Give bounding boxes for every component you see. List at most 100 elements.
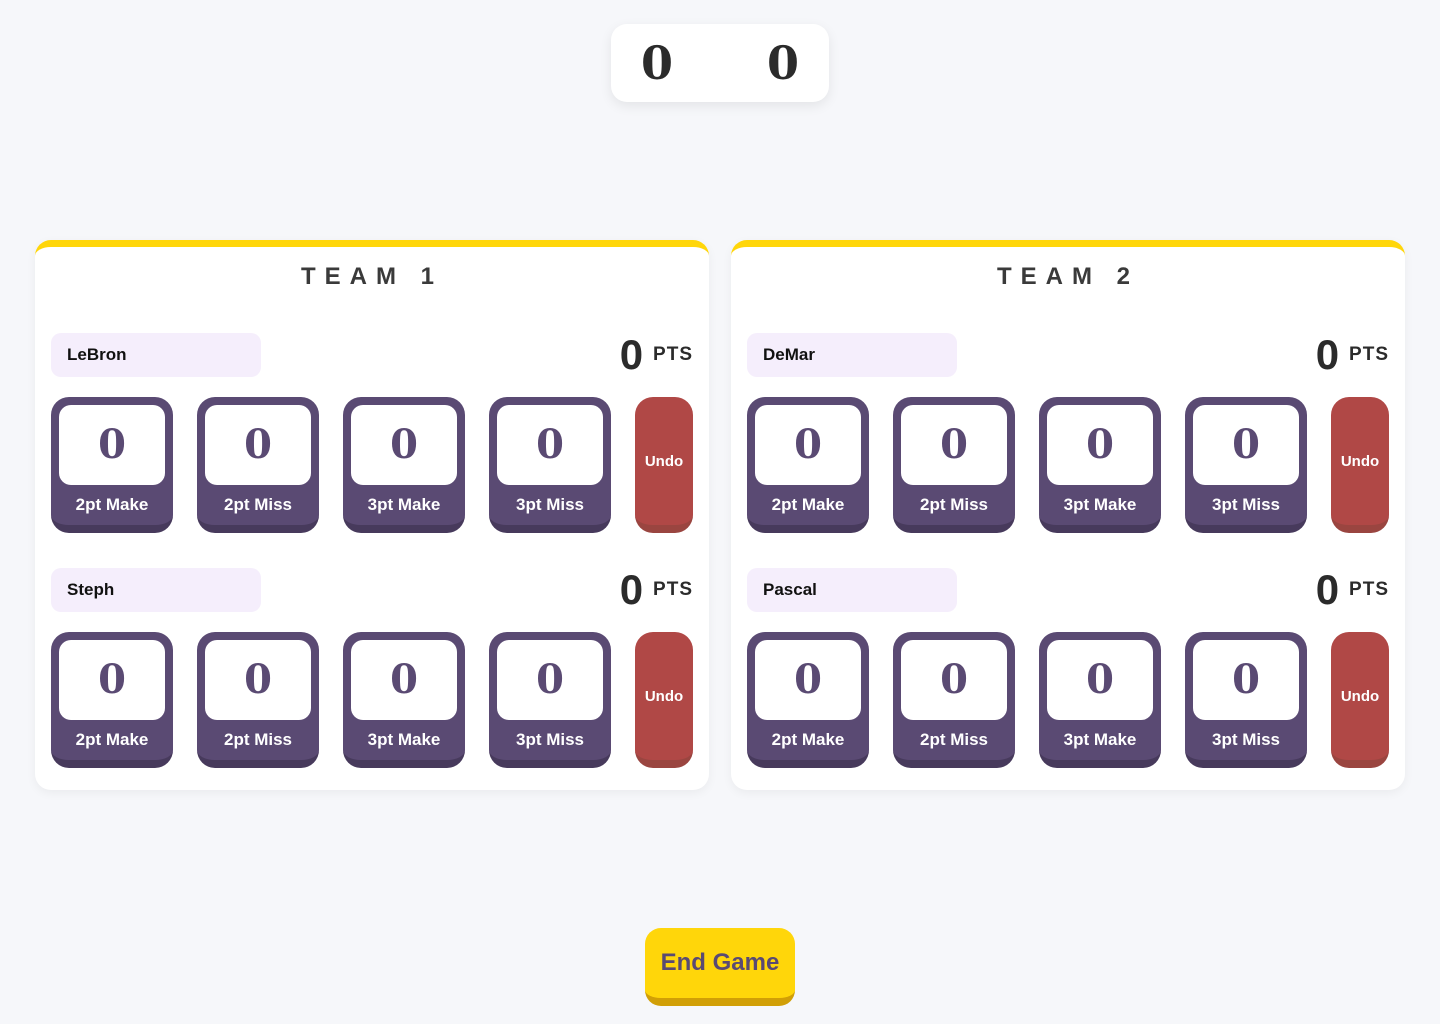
player-points-value: 0 [1315, 331, 1340, 378]
stat-count: 0 [794, 421, 822, 468]
stat-label: 2pt Miss [919, 730, 989, 749]
stat-label: 3pt Make [1063, 730, 1137, 749]
stat-button-2pt-make[interactable]: 0 2pt Make [51, 632, 173, 768]
stat-button-3pt-make[interactable]: 0 3pt Make [343, 397, 465, 533]
player-header: DeMar 0 PTS [747, 333, 1389, 377]
stat-label: 3pt Miss [515, 495, 585, 514]
stat-count: 0 [390, 421, 418, 468]
stat-count: 0 [390, 656, 418, 703]
stat-button-2pt-make[interactable]: 0 2pt Make [51, 397, 173, 533]
player-header: LeBron 0 PTS [51, 333, 693, 377]
player-points-value: 0 [619, 566, 644, 613]
stat-count-box: 0 [755, 405, 861, 485]
stat-count-box: 0 [205, 640, 311, 720]
stat-count: 0 [794, 656, 822, 703]
stat-count: 0 [536, 421, 564, 468]
stat-count-box: 0 [901, 405, 1007, 485]
stat-button-3pt-make[interactable]: 0 3pt Make [343, 632, 465, 768]
player-header: Pascal 0 PTS [747, 568, 1389, 612]
stat-label: 2pt Miss [223, 495, 293, 514]
team-panels: TEAM 1 LeBron 0 PTS 0 2pt Make 0 2pt Mis… [0, 240, 1440, 790]
stat-count-box: 0 [1193, 405, 1299, 485]
stat-label: 2pt Miss [223, 730, 293, 749]
stat-label: 3pt Miss [515, 730, 585, 749]
stat-count-box: 0 [1193, 640, 1299, 720]
team2-total-score: 0 [766, 36, 799, 90]
player-points: 0 PTS [620, 334, 693, 376]
player-points-label: PTS [1349, 344, 1389, 365]
stat-count-box: 0 [351, 640, 457, 720]
player-points: 0 PTS [1316, 569, 1389, 611]
stat-label: 2pt Miss [919, 495, 989, 514]
stat-count-box: 0 [901, 640, 1007, 720]
stat-row: 0 2pt Make 0 2pt Miss 0 3pt Make 0 [51, 632, 693, 768]
stat-label: 2pt Make [771, 730, 845, 749]
stat-button-2pt-miss[interactable]: 0 2pt Miss [893, 397, 1015, 533]
team2-panel: TEAM 2 DeMar 0 PTS 0 2pt Make 0 2pt Miss [731, 240, 1405, 790]
stat-label: 2pt Make [75, 730, 149, 749]
player-header: Steph 0 PTS [51, 568, 693, 612]
end-game-button[interactable]: End Game [645, 928, 795, 1006]
stat-count-box: 0 [497, 405, 603, 485]
player-points: 0 PTS [620, 569, 693, 611]
stat-button-3pt-miss[interactable]: 0 3pt Miss [489, 632, 611, 768]
stat-count-box: 0 [205, 405, 311, 485]
stat-count: 0 [1086, 421, 1114, 468]
stat-count-box: 0 [351, 405, 457, 485]
team2-title: TEAM 2 [996, 263, 1139, 290]
stat-label: 3pt Make [367, 495, 441, 514]
stat-button-2pt-make[interactable]: 0 2pt Make [747, 632, 869, 768]
stat-button-2pt-make[interactable]: 0 2pt Make [747, 397, 869, 533]
stat-label: 3pt Make [367, 730, 441, 749]
player-points-label: PTS [653, 344, 693, 365]
stat-count-box: 0 [755, 640, 861, 720]
stat-count: 0 [940, 421, 968, 468]
stat-label: 2pt Make [771, 495, 845, 514]
stat-row: 0 2pt Make 0 2pt Miss 0 3pt Make 0 [747, 397, 1389, 533]
stat-count: 0 [98, 656, 126, 703]
stat-count: 0 [1086, 656, 1114, 703]
team1-total-score: 0 [641, 36, 674, 90]
stat-count: 0 [98, 421, 126, 468]
player-points-label: PTS [653, 579, 693, 600]
team1-title: TEAM 1 [300, 263, 443, 290]
stat-button-2pt-miss[interactable]: 0 2pt Miss [197, 397, 319, 533]
undo-button[interactable]: Undo [635, 397, 693, 533]
stat-count: 0 [940, 656, 968, 703]
stat-label: 3pt Make [1063, 495, 1137, 514]
stat-row: 0 2pt Make 0 2pt Miss 0 3pt Make 0 [51, 397, 693, 533]
stat-row: 0 2pt Make 0 2pt Miss 0 3pt Make 0 [747, 632, 1389, 768]
stat-count: 0 [1232, 656, 1260, 703]
stat-count: 0 [1232, 421, 1260, 468]
stat-button-2pt-miss[interactable]: 0 2pt Miss [893, 632, 1015, 768]
player-name-pill: LeBron [51, 333, 261, 377]
undo-button[interactable]: Undo [635, 632, 693, 768]
stat-button-3pt-miss[interactable]: 0 3pt Miss [1185, 397, 1307, 533]
stat-count-box: 0 [497, 640, 603, 720]
stat-count-box: 0 [59, 405, 165, 485]
stat-count: 0 [536, 656, 564, 703]
player-name-pill: Steph [51, 568, 261, 612]
player-name-pill: Pascal [747, 568, 957, 612]
scoreboard: 0 0 [611, 24, 829, 102]
undo-button[interactable]: Undo [1331, 632, 1389, 768]
stat-label: 3pt Miss [1211, 730, 1281, 749]
stat-count-box: 0 [1047, 640, 1153, 720]
stat-count: 0 [244, 421, 272, 468]
stat-button-3pt-make[interactable]: 0 3pt Make [1039, 397, 1161, 533]
stat-button-3pt-miss[interactable]: 0 3pt Miss [489, 397, 611, 533]
player-points: 0 PTS [1316, 334, 1389, 376]
player-points-label: PTS [1349, 579, 1389, 600]
stat-count-box: 0 [59, 640, 165, 720]
stat-button-3pt-make[interactable]: 0 3pt Make [1039, 632, 1161, 768]
stat-label: 2pt Make [75, 495, 149, 514]
stat-label: 3pt Miss [1211, 495, 1281, 514]
stat-button-2pt-miss[interactable]: 0 2pt Miss [197, 632, 319, 768]
stat-button-3pt-miss[interactable]: 0 3pt Miss [1185, 632, 1307, 768]
stat-count: 0 [244, 656, 272, 703]
player-name-pill: DeMar [747, 333, 957, 377]
player-points-value: 0 [1315, 566, 1340, 613]
player-points-value: 0 [619, 331, 644, 378]
team1-panel: TEAM 1 LeBron 0 PTS 0 2pt Make 0 2pt Mis… [35, 240, 709, 790]
undo-button[interactable]: Undo [1331, 397, 1389, 533]
